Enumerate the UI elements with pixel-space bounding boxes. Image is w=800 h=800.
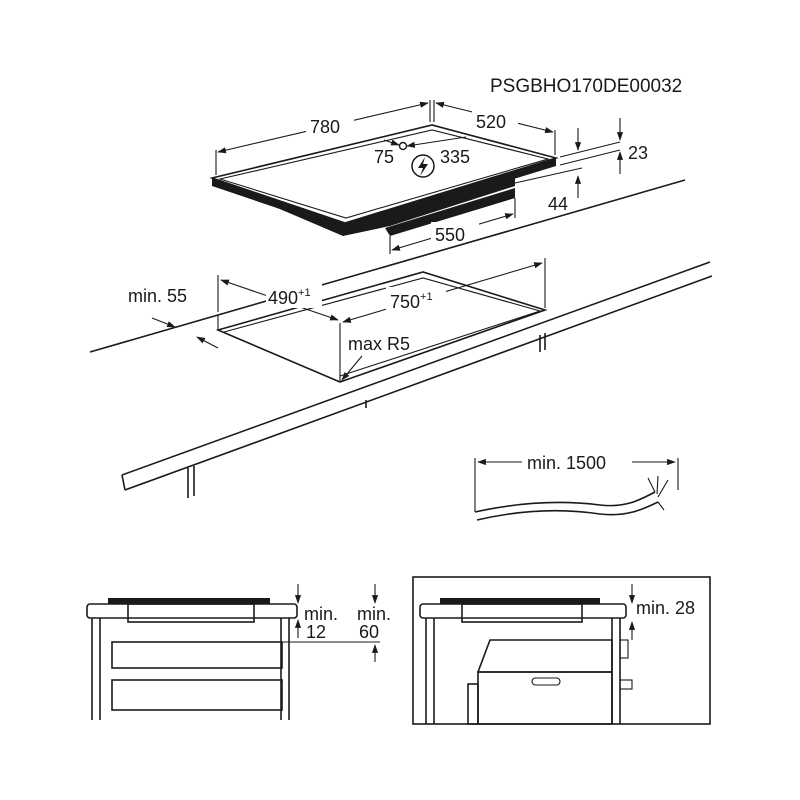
cable-length-label: min. 1500: [527, 453, 606, 473]
dim-hob-depth: 520: [433, 100, 556, 155]
hob-depth-label: 520: [476, 112, 506, 132]
hob-width-label: 780: [310, 117, 340, 137]
cutout-depth-text: 490+1: [268, 287, 311, 308]
dim-hob-under-depth: 550: [389, 198, 516, 254]
right-gap-label: min. 28: [636, 598, 695, 618]
left-gap-a-line1: min.: [304, 604, 338, 624]
dim-cutout-radius: max R5: [341, 334, 410, 381]
cutout-radius-label: max R5: [348, 334, 410, 354]
left-gap-a-line2: 12: [306, 622, 326, 642]
dim-hob-thickness: 23: [559, 118, 648, 174]
connection-x-label: 75: [374, 147, 394, 167]
dim-hob-under-height: 44: [514, 167, 583, 214]
front-gap-label: min. 55: [128, 286, 187, 306]
section-left: min. 12 min. 60: [86, 584, 391, 720]
document-code: PSGBHO170DE00032: [490, 76, 682, 97]
lightning-bolt-icon: [411, 154, 435, 178]
dim-cutout-depth: 490+1: [217, 275, 339, 321]
connection-y-label: 335: [440, 147, 470, 167]
left-gap-b-line1: min.: [357, 604, 391, 624]
left-gap-b-line2: 60: [359, 622, 379, 642]
hob-under-height-label: 44: [548, 194, 568, 214]
cable-drawing: min. 1500: [474, 453, 679, 521]
hob-thickness-label: 23: [628, 143, 648, 163]
dim-front-gap: min. 55: [128, 286, 219, 349]
section-right: min. 28: [412, 576, 711, 725]
dim-hob-width: 780: [215, 100, 431, 175]
cutout-width-text: 750+1: [390, 291, 433, 312]
hob-under-depth-label: 550: [435, 225, 465, 245]
dim-cutout-width: 750+1: [339, 258, 546, 382]
